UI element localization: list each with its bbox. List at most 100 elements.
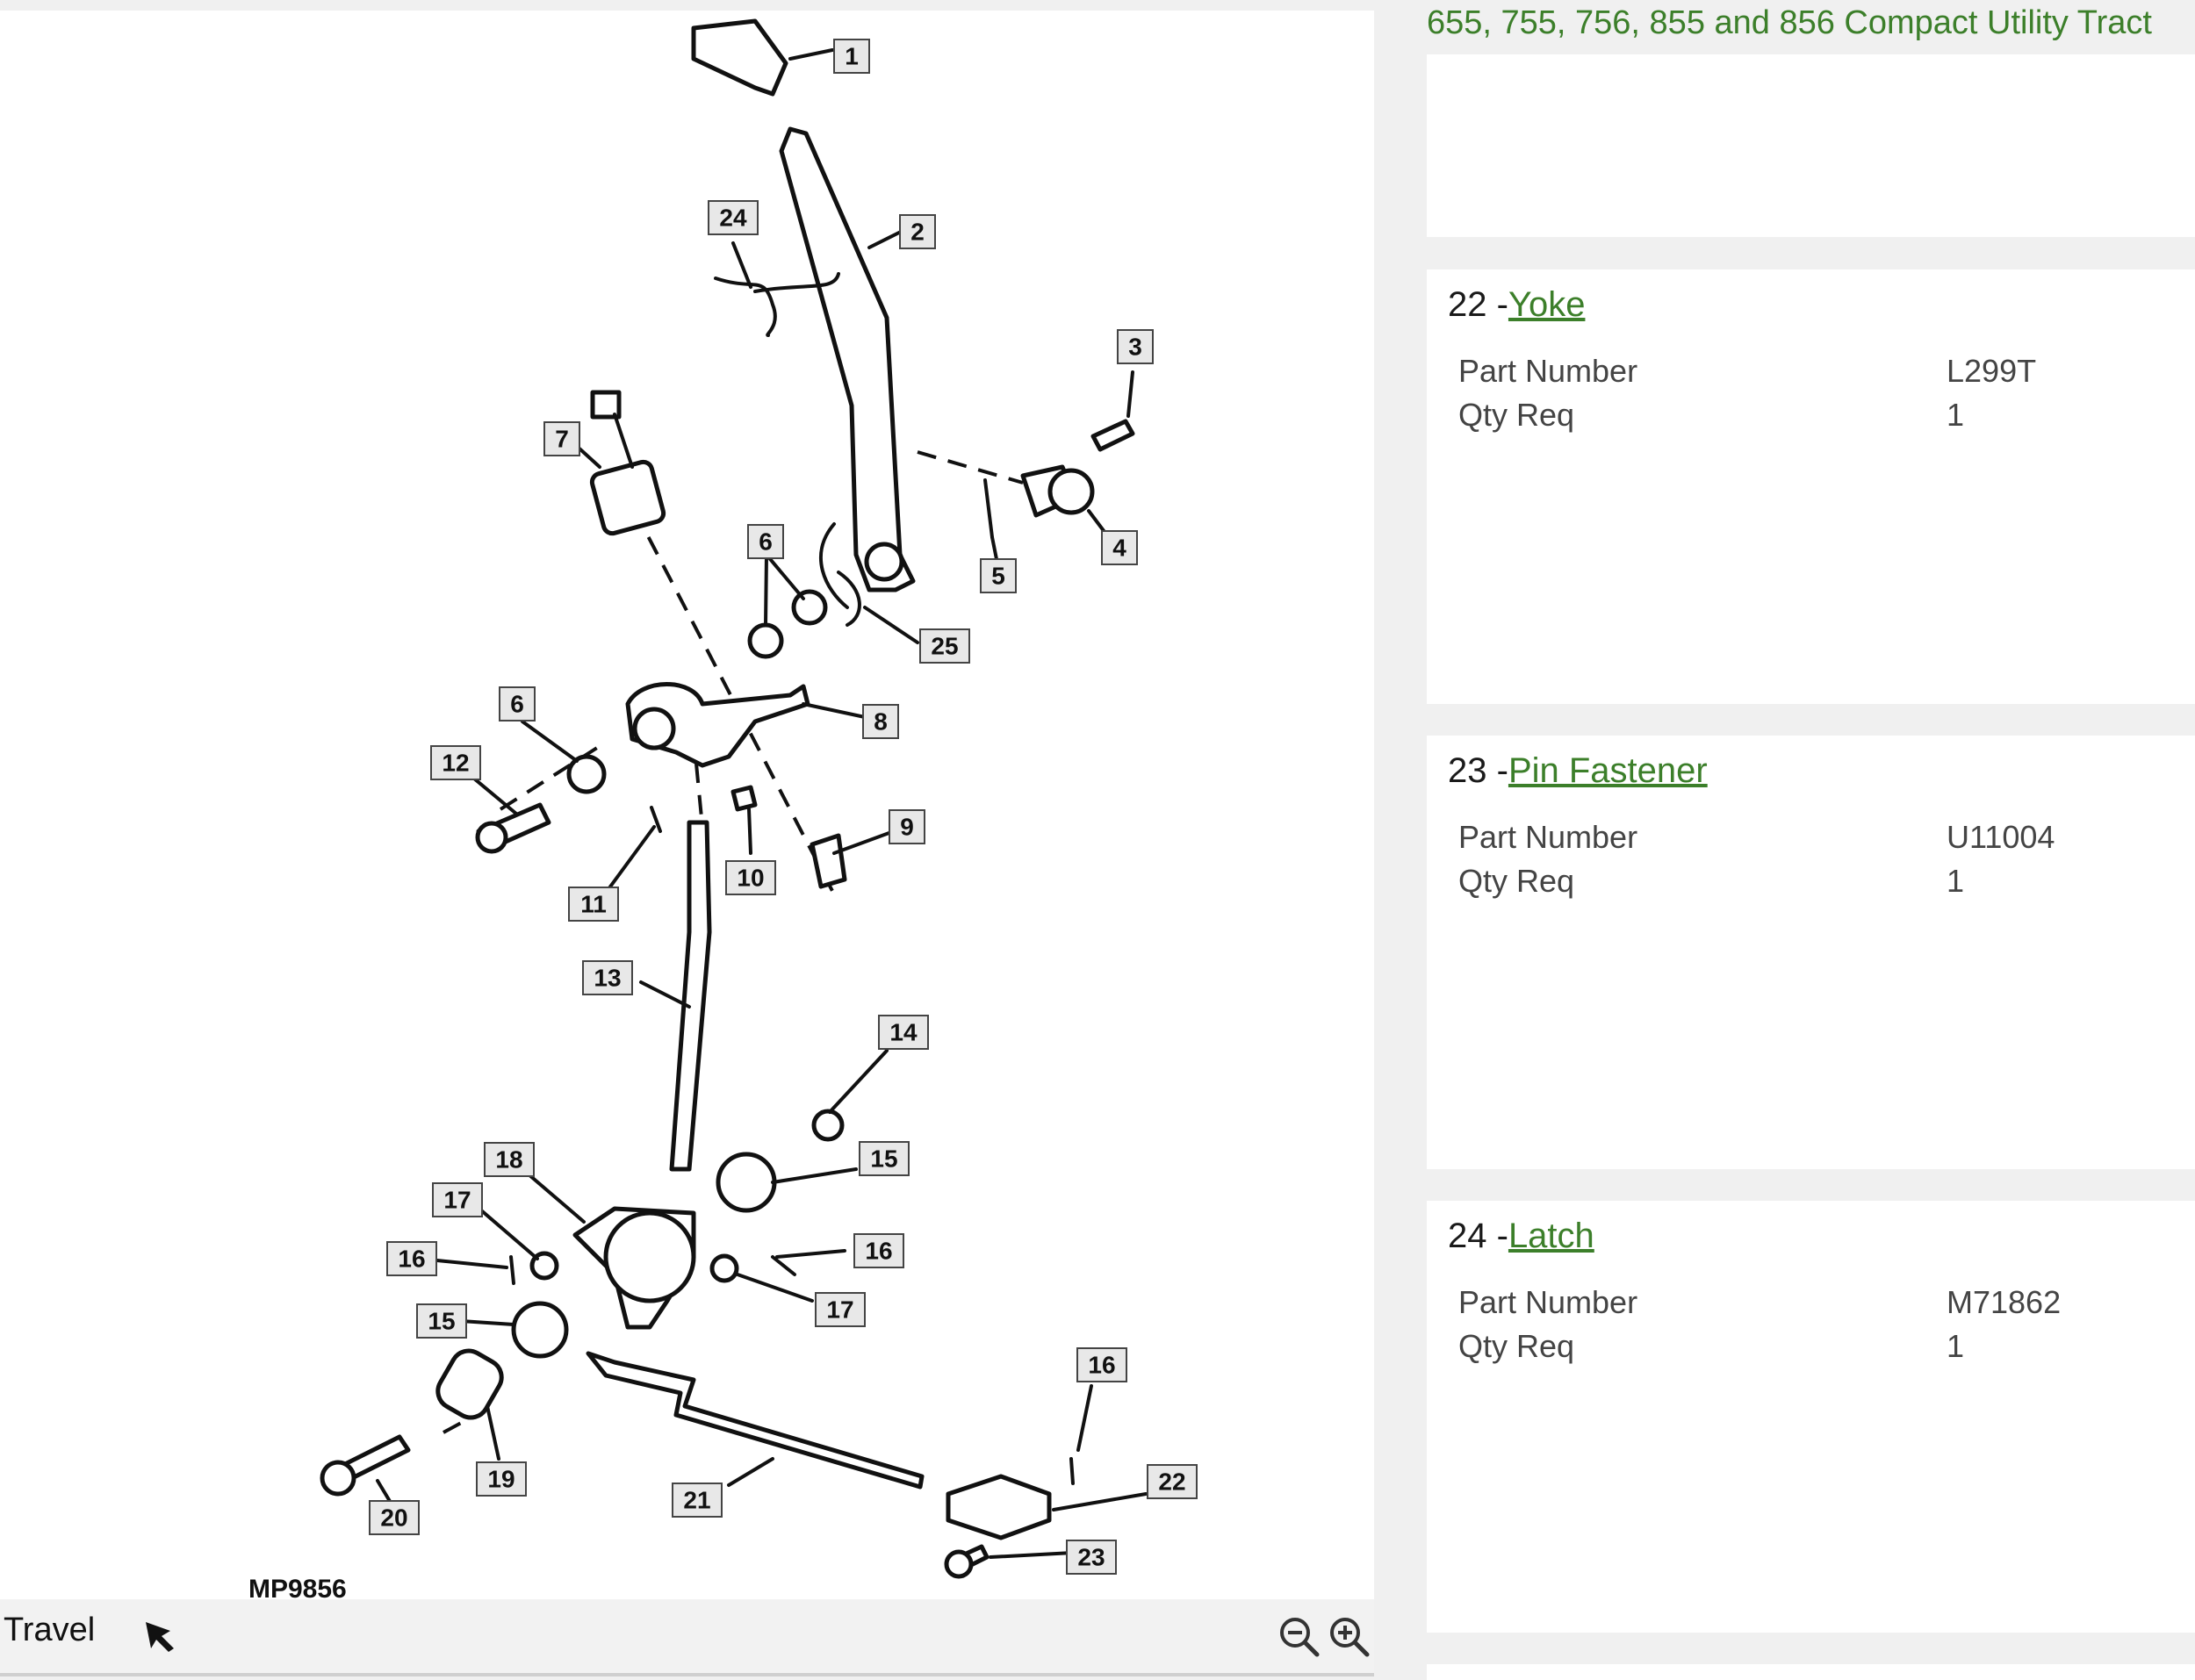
part-card-top xyxy=(1427,54,2195,237)
part-21-rod xyxy=(586,1351,925,1490)
qty-row: Qty Req 1 xyxy=(1458,863,2178,907)
callout-number: 19 xyxy=(487,1465,515,1492)
callout-number: 4 xyxy=(1112,534,1126,561)
callout-number: 5 xyxy=(991,562,1005,589)
toolbar-divider xyxy=(0,1673,1374,1676)
qty-value: 1 xyxy=(1947,397,1965,433)
callout-number: 15 xyxy=(870,1145,897,1172)
part-24-latch xyxy=(714,272,840,337)
callout-2: 2 xyxy=(899,214,936,249)
callout-20: 20 xyxy=(369,1500,420,1535)
part-number-value: M71862 xyxy=(1947,1284,2062,1320)
callout-number: 6 xyxy=(759,528,773,555)
callout-number: 16 xyxy=(1088,1351,1115,1378)
part-14-nut xyxy=(811,1109,845,1142)
part-callout-number: 24 - xyxy=(1448,1217,1508,1255)
callout-12: 12 xyxy=(430,745,481,780)
part-number-row: Part Number U11004 xyxy=(1458,819,2178,863)
callout-13: 13 xyxy=(582,960,633,995)
part-name-link[interactable]: Latch xyxy=(1508,1217,1594,1255)
callout-number: 25 xyxy=(931,632,958,659)
part-25-snap-ring xyxy=(819,522,861,627)
callout-number: 23 xyxy=(1077,1543,1105,1570)
callout-number: 16 xyxy=(865,1237,892,1264)
part-19-sleeve xyxy=(435,1348,504,1420)
callout-1: 1 xyxy=(833,39,870,74)
part-title: 23 -Pin Fastener xyxy=(1448,751,1708,791)
part-1-knob xyxy=(691,18,788,97)
callout-number: 8 xyxy=(874,707,888,735)
cursor-arrow-icon[interactable] xyxy=(140,1617,179,1655)
callout-number: 14 xyxy=(889,1018,918,1045)
callout-11: 11 xyxy=(568,887,619,922)
callout-number: 6 xyxy=(510,690,524,717)
callout-16: 16 xyxy=(386,1241,437,1276)
parts-list-panel: 655, 755, 756, 855 and 856 Compact Utili… xyxy=(1427,0,2195,1680)
part-8-bracket xyxy=(625,682,810,768)
callout-number: 18 xyxy=(495,1145,522,1173)
callout-5: 5 xyxy=(980,558,1017,593)
part-name-link[interactable]: Pin Fastener xyxy=(1508,751,1708,790)
callout-15: 15 xyxy=(416,1303,467,1339)
callout-number: 9 xyxy=(900,813,914,840)
callout-25: 25 xyxy=(919,628,970,664)
zoom-out-icon[interactable] xyxy=(1277,1615,1321,1659)
callout-22: 22 xyxy=(1147,1464,1198,1499)
callout-15: 15 xyxy=(859,1141,910,1176)
callout-number: 13 xyxy=(594,964,621,991)
part-card: 22 -Yoke Part Number L299T Qty Req 1 xyxy=(1427,269,2195,704)
callout-7: 7 xyxy=(543,421,580,456)
part-card: 24 -Latch Part Number M71862 Qty Req 1 xyxy=(1427,1201,2195,1633)
part-2-lever xyxy=(779,126,916,592)
part-10-bolt xyxy=(730,785,758,812)
part-number-label: Part Number xyxy=(1458,1284,1638,1320)
callout-number: 12 xyxy=(442,749,469,776)
zoom-in-icon[interactable] xyxy=(1328,1615,1371,1659)
callout-number: 16 xyxy=(398,1245,425,1272)
callout-16: 16 xyxy=(853,1233,904,1268)
callout-number: 21 xyxy=(683,1486,710,1513)
callout-number: 20 xyxy=(380,1504,407,1531)
callout-number: 7 xyxy=(555,425,569,452)
callout-number: 15 xyxy=(428,1307,455,1334)
qty-label: Qty Req xyxy=(1458,1328,1575,1364)
part-title: 22 -Yoke xyxy=(1448,285,1585,325)
callout-14: 14 xyxy=(878,1015,929,1050)
part-number-value: U11004 xyxy=(1947,819,2055,855)
callout-number: 17 xyxy=(826,1296,853,1323)
part-number-row: Part Number M71862 xyxy=(1458,1284,2178,1328)
part-name-link[interactable]: Yoke xyxy=(1508,285,1586,324)
part-card: 23 -Pin Fastener Part Number U11004 Qty … xyxy=(1427,736,2195,1169)
callout-10: 10 xyxy=(725,860,776,895)
callout-number: 10 xyxy=(737,864,764,891)
callout-23: 23 xyxy=(1066,1540,1117,1575)
part-6-bushing xyxy=(747,622,784,659)
exploded-parts-diagram[interactable]: 1234566789101112131415151616161717181920… xyxy=(0,11,1374,1599)
qty-label: Qty Req xyxy=(1458,397,1575,433)
callout-number: 22 xyxy=(1158,1468,1185,1495)
callout-6: 6 xyxy=(747,524,784,559)
callout-number: 11 xyxy=(580,890,607,917)
part-15-bushing xyxy=(716,1152,777,1213)
part-number-label: Part Number xyxy=(1458,353,1638,389)
callout-19: 19 xyxy=(476,1461,527,1497)
callout-4: 4 xyxy=(1101,530,1138,565)
tool-label: Travel xyxy=(4,1612,96,1648)
part-number-value: L299T xyxy=(1947,353,2037,389)
callout-number: 2 xyxy=(910,218,925,245)
callout-number: 3 xyxy=(1128,333,1142,360)
part-title: 24 -Latch xyxy=(1448,1217,1594,1256)
callout-number: 24 xyxy=(719,204,747,231)
qty-value: 1 xyxy=(1947,1328,1965,1364)
callout-number: 17 xyxy=(443,1186,471,1213)
part-callout-number: 23 - xyxy=(1448,751,1508,790)
callout-24: 24 xyxy=(708,200,759,235)
callout-21: 21 xyxy=(672,1483,723,1518)
part-22-yoke xyxy=(946,1474,1052,1540)
part-7-switch xyxy=(589,459,666,536)
part-9-bolt xyxy=(810,833,847,889)
part-3-bolt xyxy=(1090,419,1135,452)
part-callout-number: 22 - xyxy=(1448,285,1508,324)
